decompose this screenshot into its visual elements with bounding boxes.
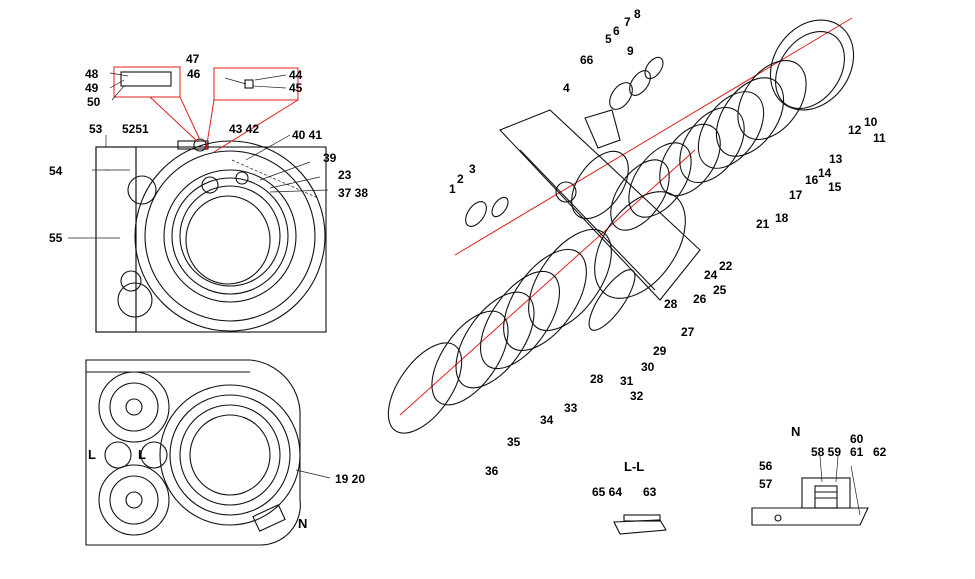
label-16: 16 — [805, 173, 819, 187]
label-33: 33 — [564, 401, 578, 415]
label-40-41: 40 41 — [292, 128, 322, 142]
label-53: 53 — [89, 122, 103, 136]
label-15: 15 — [828, 180, 842, 194]
label-27: 27 — [681, 325, 695, 339]
label-43-42: 43 42 — [229, 122, 259, 136]
part-labels: 1 2 3 4 5 6 7 8 9 10 11 12 13 14 15 16 1… — [49, 7, 887, 499]
label-28b: 28 — [590, 372, 604, 386]
label-50: 50 — [87, 95, 101, 109]
label-34: 34 — [540, 413, 554, 427]
label-1: 1 — [449, 182, 456, 196]
label-5: 5 — [605, 32, 612, 46]
label-9: 9 — [627, 44, 634, 58]
label-28a: 28 — [664, 297, 678, 311]
label-66: 66 — [580, 53, 594, 67]
label-32: 32 — [630, 389, 644, 403]
label-26: 26 — [693, 292, 707, 306]
label-54: 54 — [49, 164, 63, 178]
section-l-left: L — [88, 447, 96, 462]
label-29: 29 — [653, 344, 667, 358]
label-13: 13 — [829, 152, 843, 166]
label-24: 24 — [704, 268, 718, 282]
callout-box-47-50 — [113, 66, 201, 143]
label-56: 56 — [759, 459, 773, 473]
label-8: 8 — [634, 7, 641, 21]
label-11: 11 — [873, 131, 886, 145]
leader-lines — [68, 72, 861, 516]
label-17: 17 — [789, 188, 803, 202]
label-22: 22 — [719, 259, 733, 273]
label-60: 60 — [850, 432, 864, 446]
label-55: 55 — [49, 231, 63, 245]
label-36: 36 — [485, 464, 499, 478]
label-10: 10 — [864, 115, 878, 129]
label-48: 48 — [85, 67, 99, 81]
label-31: 31 — [620, 374, 634, 388]
section-l-right: L — [138, 447, 146, 462]
label-12: 12 — [848, 123, 862, 137]
label-7: 7 — [624, 15, 631, 29]
label-47: 47 — [186, 52, 200, 66]
view-n-marker: N — [298, 516, 307, 531]
label-3: 3 — [469, 162, 476, 176]
label-4: 4 — [563, 81, 570, 95]
label-61: 61 — [850, 445, 864, 459]
label-5251: 5251 — [122, 122, 149, 136]
label-58-59: 58 59 — [811, 445, 841, 459]
label-35: 35 — [507, 435, 521, 449]
label-14: 14 — [818, 166, 832, 180]
label-2: 2 — [457, 172, 464, 186]
label-23: 23 — [338, 168, 352, 182]
label-44: 44 — [289, 68, 303, 82]
label-19-20: 19 20 — [335, 472, 365, 486]
label-63: 63 — [643, 485, 657, 499]
exploded-rings — [387, 17, 855, 434]
top-view-housing — [92, 135, 327, 333]
label-21: 21 — [756, 217, 770, 231]
view-n-title: N — [791, 424, 800, 439]
section-ll-title: L-L — [624, 459, 644, 474]
label-39: 39 — [323, 151, 337, 165]
label-65-64: 65 64 — [592, 485, 622, 499]
label-37-38: 37 38 — [338, 186, 368, 200]
label-18: 18 — [775, 211, 789, 225]
callout-box-44-45 — [205, 67, 299, 153]
label-49: 49 — [85, 81, 99, 95]
label-30: 30 — [641, 360, 655, 374]
label-6: 6 — [613, 24, 620, 38]
label-57: 57 — [759, 477, 773, 491]
label-46: 46 — [187, 67, 201, 81]
label-45: 45 — [289, 81, 303, 95]
view-titles: L-L N N L L — [88, 424, 800, 531]
bottom-view-housing — [85, 359, 301, 546]
label-25: 25 — [713, 283, 727, 297]
label-62: 62 — [873, 445, 887, 459]
view-n — [751, 477, 869, 526]
section-l-l — [613, 514, 667, 535]
